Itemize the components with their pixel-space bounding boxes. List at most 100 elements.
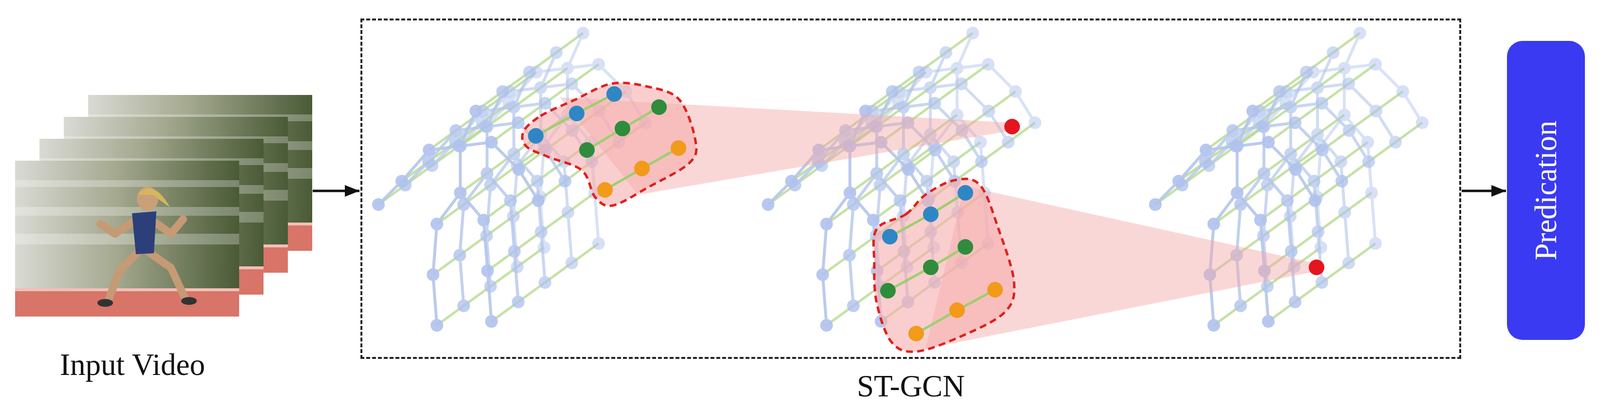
skeleton-joint [1335,174,1349,188]
skeleton-joint [485,135,498,149]
neighborhood-fill [873,178,1015,352]
input-label: Input Video [15,347,250,383]
skeleton-joint [538,276,552,289]
neighbor-joint [527,128,544,144]
skeleton-joint [1326,46,1340,59]
skeleton-joint [549,46,563,59]
skeleton-joint [1311,225,1325,239]
skeleton-joint [508,244,521,258]
skeleton-joint [1009,85,1022,98]
skeleton-joint [1337,61,1351,75]
skeleton-joint [1316,143,1329,157]
output-joint [1308,259,1325,276]
neighbor-joint [670,140,687,156]
skeleton-bone [1316,87,1319,135]
skeleton-joint [1254,213,1267,227]
skeleton-joint [1396,85,1410,98]
skeleton-bone [459,204,464,256]
neighbor-joint [882,228,898,245]
skeleton-joint [939,46,953,59]
skeleton-joint [1230,186,1244,200]
skeleton-joint [558,174,572,188]
skeleton-bone [1289,107,1293,154]
skeleton-joint [897,100,910,114]
output-joint [1004,118,1020,135]
skeleton-joint [372,198,385,211]
skeleton-joint [1369,57,1382,71]
skeleton-joint [430,217,444,231]
skeleton-bone [1287,200,1292,252]
skeleton-bone [849,204,854,256]
skeleton-joint [1234,299,1247,313]
skeleton-joint [453,248,467,262]
neighbor-joint [949,302,965,319]
skeleton-joint [395,174,409,188]
skeleton-joint [565,77,579,91]
skeleton-joint [1273,85,1286,98]
skeleton-joint [1369,104,1383,118]
skeleton-joint [592,57,605,71]
skeleton-joint [1342,256,1356,270]
skeleton-joint [1334,155,1348,169]
skeleton-joint [1148,198,1162,211]
output-box: Predication [1506,40,1585,340]
skeleton-joint [982,104,996,118]
skeleton-joint [1246,104,1260,118]
skeleton-bone [849,255,854,306]
row-edge [889,192,966,237]
neighbor-joint [908,325,924,342]
neighbor-joint [614,120,631,137]
skeleton-joint [1257,167,1271,180]
skeleton-joint [1315,96,1329,110]
skeleton-joint [955,77,968,91]
group-caption: ST-GCN [362,368,1460,404]
skeleton-joint [847,299,860,313]
skeleton-joint [1353,26,1367,40]
skeleton-joint [1369,237,1382,250]
skeleton-bone [485,126,489,174]
skeleton-joint [1207,217,1221,231]
skeleton-frame [372,104,545,332]
skeleton-joint [449,124,463,137]
skeleton-joint [785,174,798,188]
skeleton-joint [1284,244,1298,258]
skeleton-joint [1230,139,1244,153]
skeleton-joint [496,85,509,98]
neighbor-joint [568,105,585,122]
skeleton-joint [1308,194,1322,208]
neighbor-joint [957,185,974,201]
neighborhood-fill [522,82,697,206]
skeleton-joint [1257,120,1271,133]
skeleton-joint [531,194,545,208]
skeleton-bone [514,251,519,302]
skeleton-bone [1342,68,1346,115]
skeleton-joint [457,299,471,313]
neighbor-joint [922,206,939,223]
runner-limb [100,219,137,234]
skeleton-bone [955,68,959,115]
runner-shoe [181,297,197,305]
skeleton-joint [1288,116,1302,130]
skeleton-frame [1229,46,1402,274]
running-track [15,288,240,317]
runner-shoe [97,299,113,307]
flow-arrow [312,189,360,193]
neighbor-joint [597,182,613,198]
skeleton-joint [1284,100,1298,114]
row-edge [586,107,659,151]
neighbor-joint [880,282,896,299]
skeleton-joint [426,268,440,282]
skeleton-joint [966,26,979,40]
input-video: Input Video [15,94,313,385]
skeleton-joint [1307,174,1321,188]
flow-arrow [1461,189,1506,193]
neighbor-joint [651,99,667,115]
skeleton-joint [1226,124,1240,137]
skeleton-joint [469,104,483,118]
skeleton-bone [1371,192,1376,244]
skeleton-joint [565,256,579,270]
skeleton-joint [820,217,833,231]
row-edge [916,289,996,334]
skeleton-joint [1280,194,1294,208]
skeleton-joint [923,81,937,95]
